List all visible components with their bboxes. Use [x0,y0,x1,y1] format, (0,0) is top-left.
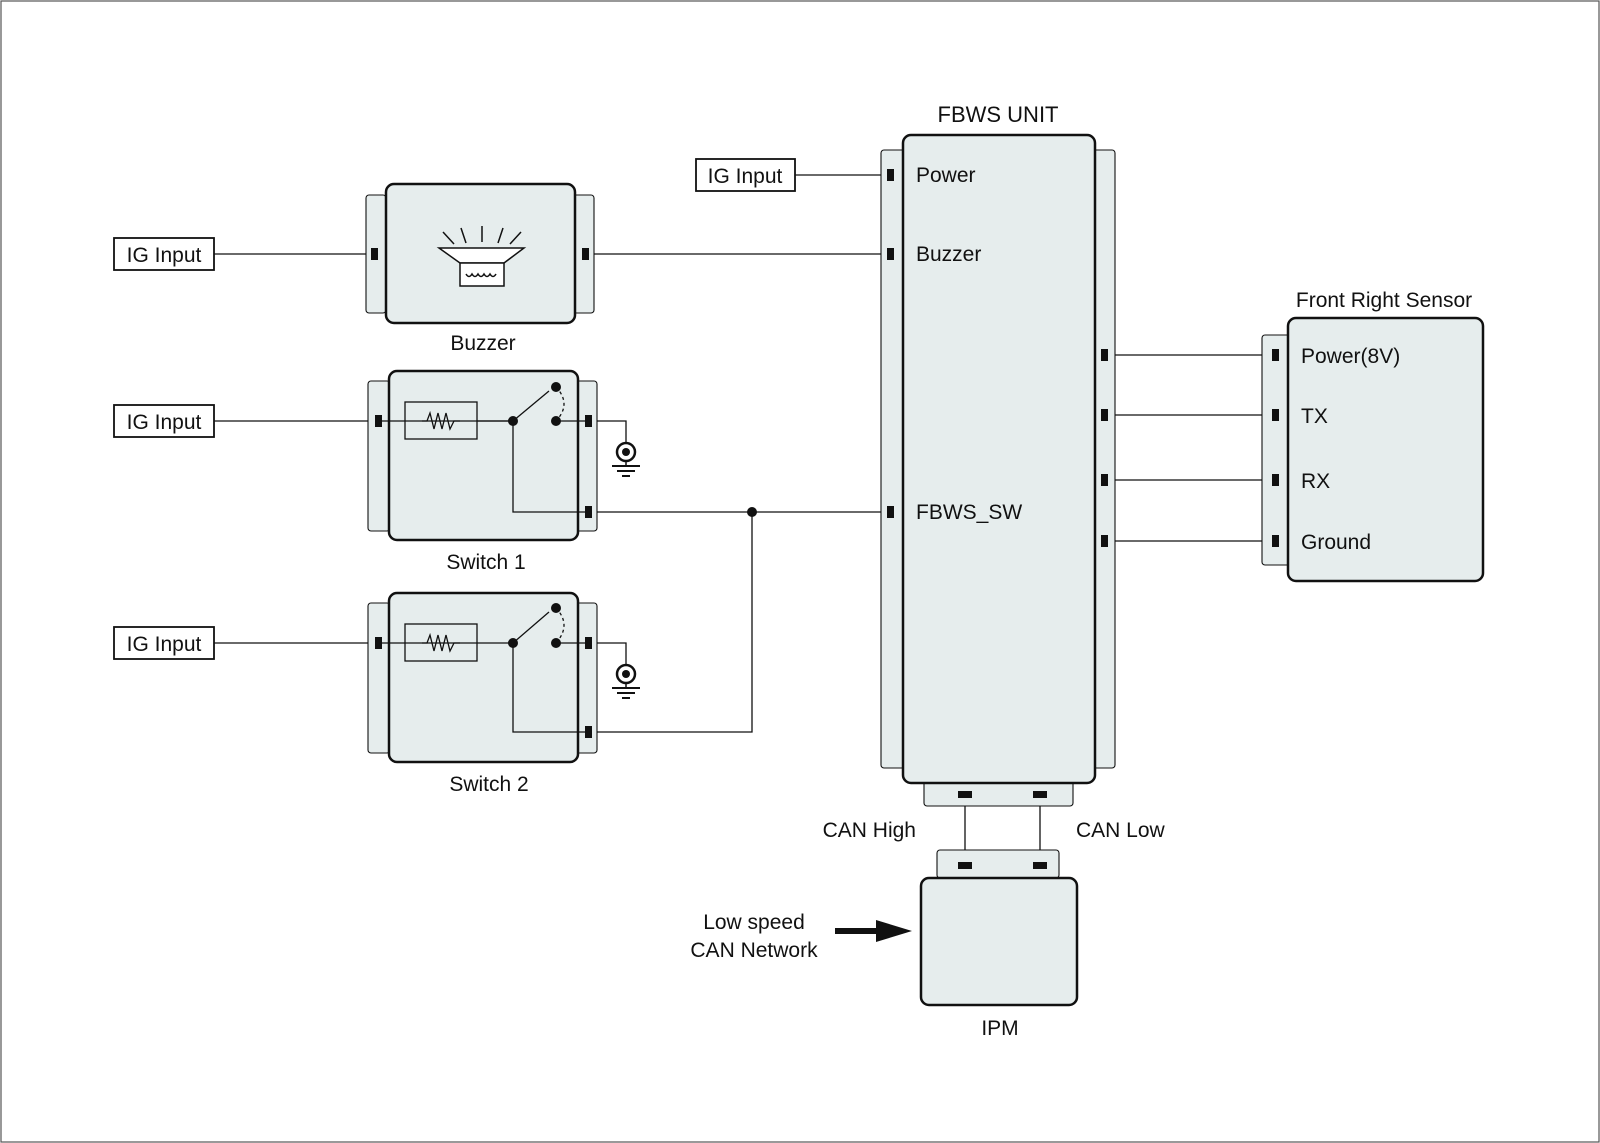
wires [214,174,1277,866]
sensor-pin-power [1272,349,1279,361]
buzzer-speaker-icon [436,226,527,287]
ig-input-tag-switch1: IG Input [113,404,215,438]
sensor-pin-tx-label: TX [1301,405,1328,428]
fbws-pin-buzzer [887,248,894,260]
can-network-label-line1: Low speed [703,911,805,934]
ig-input-label: IG Input [127,633,202,656]
buzzer-component: Buzzer [365,182,595,355]
fbws-pin-sensor-ground [1101,535,1108,547]
sensor-pin-tx [1272,409,1279,421]
fbws-pin-power-label: Power [916,164,976,187]
can-high-label: CAN High [823,819,916,842]
fbws-pin-fbws-sw-label: FBWS_SW [916,501,1022,524]
switch-1-relay-icon [382,386,588,513]
ground-icon [612,441,640,477]
switch-2-component: Switch 2 [367,591,598,796]
buzzer-pin-in [371,248,378,260]
fbws-pin-sensor-rx [1101,474,1108,486]
fbws-unit-title: FBWS UNIT [938,102,1059,127]
wire-switch2-to-junction [588,512,753,733]
wire-switch1-ground [588,420,627,443]
fbws-pin-fbws-sw [887,506,894,518]
buzzer-label: Buzzer [450,332,515,355]
ground-icon [612,663,640,699]
fbws-pin-buzzer-label: Buzzer [916,243,981,266]
ig-input-tag-fbws: IG Input [695,158,796,192]
buzzer-pin-out [582,248,589,260]
switch-1-pin-signal [585,506,592,518]
arrow-right-icon [835,920,912,942]
switch-1-label: Switch 1 [446,551,525,574]
ipm-label: IPM [981,1017,1018,1040]
front-right-sensor: Front Right Sensor Power(8V) TX RX Groun… [1261,289,1485,583]
switch-1-pin-in [375,415,382,427]
can-network-label-line2: CAN Network [690,939,818,962]
switch-2-label: Switch 2 [449,773,528,796]
fbws-pin-sensor-tx [1101,409,1108,421]
switch-1-pin-ground [585,415,592,427]
switch-2-relay-icon [382,607,588,733]
fbws-pin-can-high [958,791,972,798]
wire-junction-dot [747,507,757,517]
fbws-pin-power [887,169,894,181]
ig-input-tag-switch2: IG Input [113,626,215,660]
fbws-pin-can-low [1033,791,1047,798]
switch-2-pin-in [375,637,382,649]
ig-input-label: IG Input [127,411,202,434]
ig-input-label: IG Input [127,244,202,267]
switch-2-pin-signal [585,726,592,738]
switch-2-pin-ground [585,637,592,649]
can-low-label: CAN Low [1076,819,1166,842]
switch-1-component: Switch 1 [367,369,598,574]
ipm-pin-can-low [1033,862,1047,869]
sensor-pin-rx-label: RX [1301,470,1330,493]
sensor-pin-ground [1272,535,1279,547]
wire-switch2-ground [588,642,627,665]
ig-input-tag-buzzer: IG Input [113,237,215,271]
ig-input-label: IG Input [708,165,783,188]
front-right-sensor-title: Front Right Sensor [1296,289,1472,312]
sensor-pin-rx [1272,474,1279,486]
fbws-pin-sensor-power [1101,349,1108,361]
sensor-pin-ground-label: Ground [1301,531,1371,554]
ipm-module: IPM [919,849,1079,1040]
fbws-unit: FBWS UNIT Power Buzzer FBWS_SW [880,102,1116,807]
sensor-pin-power-label: Power(8V) [1301,345,1400,368]
ipm-pin-can-high [958,862,972,869]
